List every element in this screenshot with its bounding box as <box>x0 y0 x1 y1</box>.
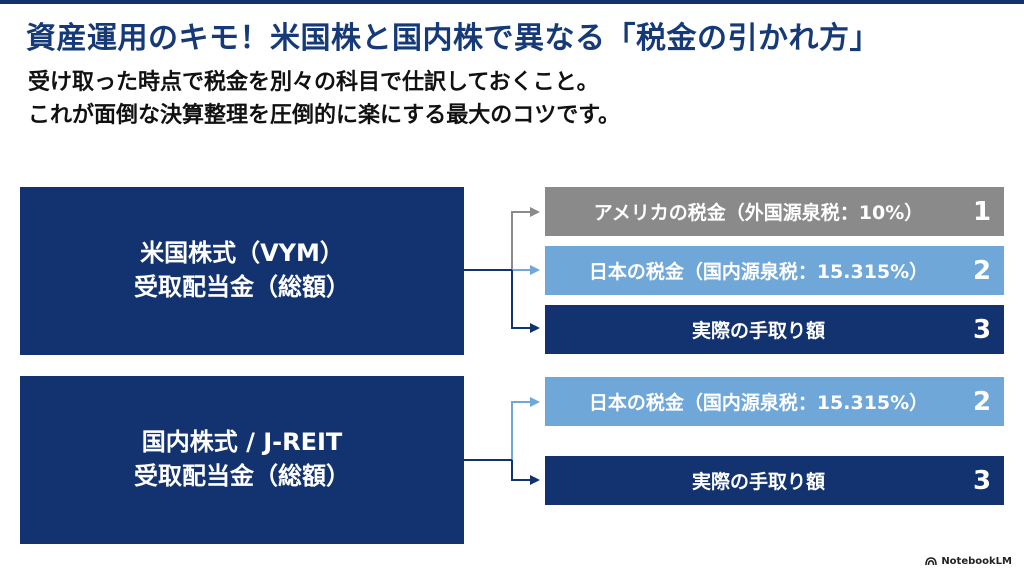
item-number: 2 <box>972 255 992 286</box>
top-accent-bar <box>0 0 1024 4</box>
item-label: 実際の手取り額 <box>691 320 825 342</box>
item-jp-domestic-tax: 日本の税金（国内源泉税：15.315%） 2 <box>545 377 1004 426</box>
brand-name: NotebookLM <box>941 556 1012 567</box>
brand-watermark: NotebookLM <box>925 556 1012 567</box>
subtitle-line-2: これが面倒な決算整理を圧倒的に楽にする最大のコツです。 <box>28 103 621 128</box>
item-number: 2 <box>972 386 992 417</box>
item-label: 日本の税金（国内源泉税：15.315%） <box>588 261 929 283</box>
source-box-line-1: 米国株式（VYM） <box>140 239 344 268</box>
connector-g2-item2 <box>511 460 540 485</box>
source-box-us-stocks: 米国株式（VYM） 受取配当金（総額） <box>20 187 464 355</box>
connector-g2-item1 <box>464 397 540 461</box>
subtitle-line-1: 受け取った時点で税金を別々の科目で仕訳しておくこと。 <box>28 70 599 95</box>
item-us-domestic-tax: 日本の税金（国内源泉税：15.315%） 2 <box>545 246 1004 295</box>
slide-title: 資産運用のキモ！米国株と国内株で異なる「税金の引かれ方」 <box>26 21 880 56</box>
item-us-net-amount: 実際の手取り額 3 <box>545 305 1004 354</box>
notebooklm-logo-icon <box>925 557 938 566</box>
source-box-jp-stocks: 国内株式 / J-REIT 受取配当金（総額） <box>20 376 464 544</box>
source-box-line-1: 国内株式 / J-REIT <box>141 428 343 457</box>
connector-g1-item3 <box>511 270 540 333</box>
item-label: 実際の手取り額 <box>691 471 825 493</box>
item-jp-net-amount: 実際の手取り額 3 <box>545 456 1004 505</box>
item-number: 3 <box>972 465 992 496</box>
item-us-foreign-tax: アメリカの税金（外国源泉税：10%） 1 <box>545 187 1004 236</box>
source-box-line-2: 受取配当金（総額） <box>134 462 350 490</box>
item-label: アメリカの税金（外国源泉税：10%） <box>593 202 924 224</box>
item-number: 1 <box>972 196 992 227</box>
item-number: 3 <box>972 314 992 345</box>
source-box-line-2: 受取配当金（総額） <box>134 273 350 301</box>
connector-g1-item1 <box>464 207 540 271</box>
item-label: 日本の税金（国内源泉税：15.315%） <box>588 392 929 414</box>
